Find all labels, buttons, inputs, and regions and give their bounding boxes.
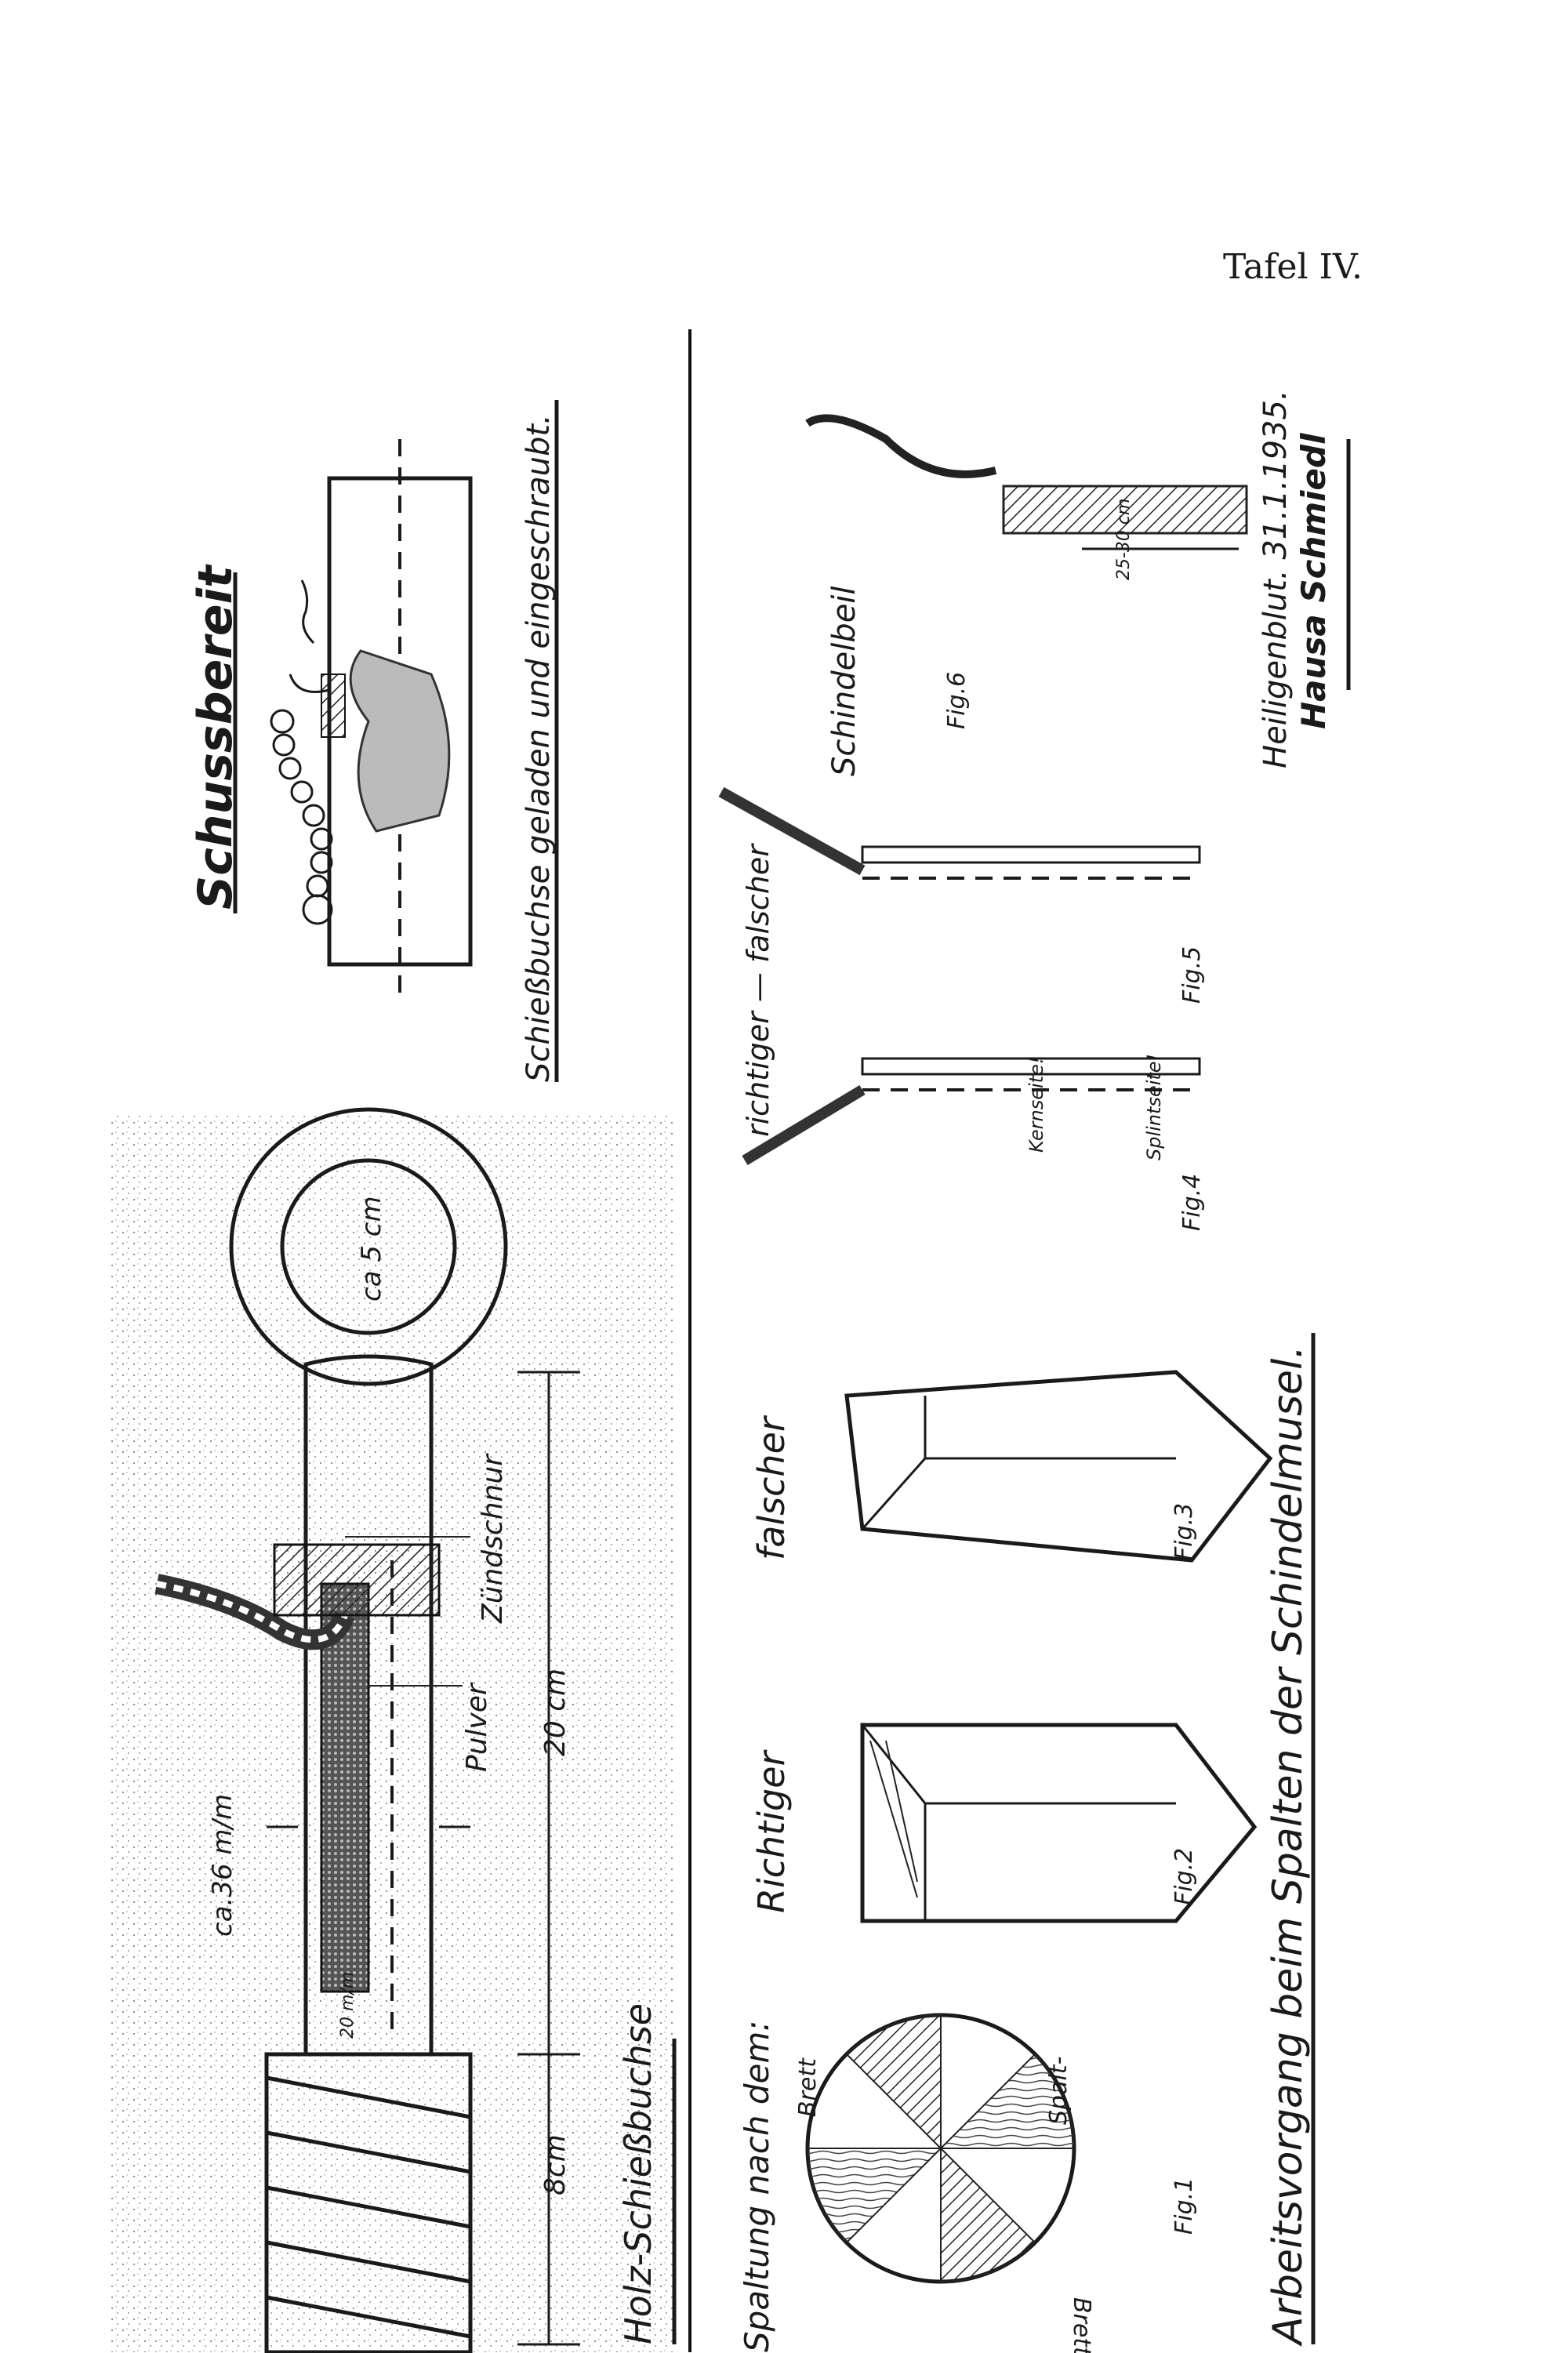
dim-small: 20 m/m: [338, 1972, 358, 2039]
powder-chamber: [320, 1582, 370, 1993]
collar: [273, 1543, 441, 1617]
dim-diameter: ca.36 m/m: [207, 1794, 238, 1937]
fig4-label: Fig.4: [1178, 1174, 1206, 1231]
fig6-dim: 25-30 cm: [1114, 499, 1134, 580]
bottom-title: Arbeitsvorgang beim Spalten der Schindel…: [1265, 1345, 1312, 2347]
eye-ring: [229, 1107, 508, 1386]
fig45-splint: Splintseite!: [1143, 1054, 1165, 1160]
fig45-kern: Kernseite!: [1025, 1057, 1047, 1153]
fig6-heading: Schindelbeil: [826, 586, 862, 776]
dim-8cm: 8cm: [539, 2134, 572, 2195]
ready-figure: Schussbereit Schießbuchse geladen und ei…: [188, 400, 559, 1082]
fig3-heading: falscher: [750, 1414, 793, 1560]
fig1-log-cross-section: Spaltung nach dem: Brett Brett Spalt- Fi…: [738, 2013, 1198, 2353]
eye-hole: [280, 1158, 457, 1335]
fig6-label: Fig.6: [943, 672, 971, 729]
fig1-label-side: Spalt-: [1045, 2057, 1073, 2125]
fig45-heading: richtiger — falscher: [741, 843, 775, 1137]
signature-name: Hausa Schmiedl: [1294, 433, 1333, 729]
top-left-title: Holz-Schießbuchse: [617, 2003, 659, 2344]
fig2-correct-block: Richtiger Fig.2: [750, 1723, 1258, 1923]
fig5-label: Fig.5: [1178, 946, 1206, 1004]
fig1-label-top: Brett: [794, 2057, 822, 2117]
fig3-label: Fig.3: [1171, 1503, 1198, 1560]
fig1-label: Fig.1: [1171, 2177, 1198, 2235]
plate-label: Tafel IV.: [1223, 247, 1363, 287]
fig6-shingle-axe: Schindelbeil 25-30 cm Fig.6: [805, 414, 1248, 776]
shooting-bushing-figure: 8cm 20 cm ca.36 m/m ca 5 cm 20 m/m Pulve…: [110, 1107, 677, 2353]
dim-20cm: 20 cm: [539, 1669, 572, 1756]
fig2-heading: Richtiger: [750, 1748, 793, 1913]
fig3-wrong-block: falscher Fig.3: [750, 1370, 1273, 1563]
charge-blob: [349, 649, 451, 833]
fig1-heading: Spaltung nach dem:: [738, 2021, 776, 2352]
top-right-caption: Schießbuchse geladen und eingeschraubt.: [521, 414, 557, 1082]
label-fuse: Zündschnur: [477, 1453, 509, 1624]
splitting-section: Spaltung nach dem: Brett Brett Spalt- Fi…: [718, 390, 1351, 2353]
signature-place-date: Heiligenblut. 31.1.1935.: [1258, 390, 1294, 768]
label-powder: Pulver: [461, 1682, 493, 1772]
fig1-label-bottom: Brett: [1068, 2297, 1095, 2353]
dim-eye: ca 5 cm: [356, 1196, 387, 1302]
fig4-fig5-boards: richtiger — falscher Kernseite! Splintse…: [718, 786, 1206, 1231]
fig2-label: Fig.2: [1171, 1848, 1198, 1905]
screw-thread: [264, 2052, 473, 2353]
chain: [270, 709, 333, 925]
bushing-shaft: [303, 1354, 434, 2057]
